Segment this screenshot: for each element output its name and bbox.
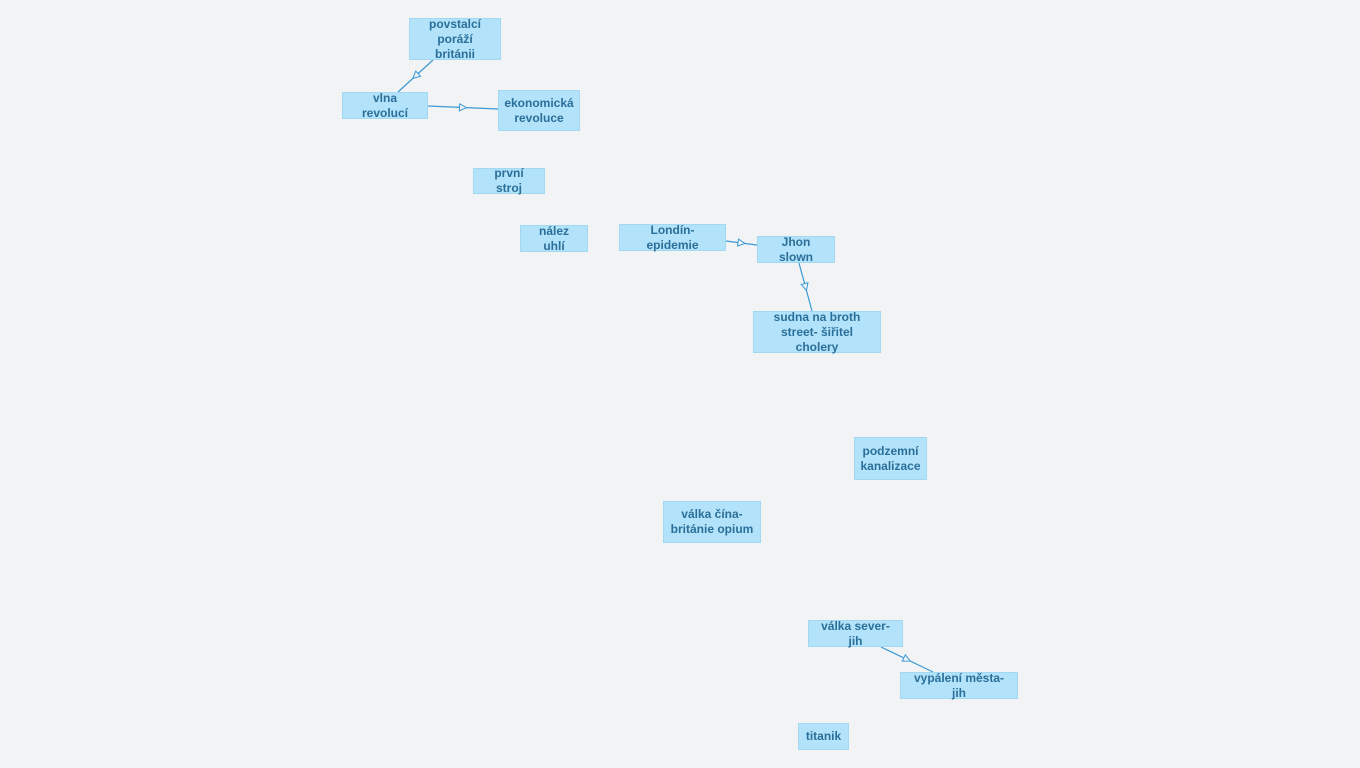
- arrow-head-icon: [736, 238, 747, 247]
- edge-n2-n3: [427, 103, 499, 112]
- node-vlna-revoluci[interactable]: vlna revolucí: [342, 91, 428, 120]
- arrow-head-icon: [800, 282, 809, 292]
- node-sudna-broth-street[interactable]: sudna na broth street- šiřitel cholery: [753, 310, 881, 354]
- edge-line: [798, 262, 813, 312]
- node-vypaleni-mesta[interactable]: vypálení města- jih: [900, 671, 1018, 700]
- edge-n7-n8: [798, 262, 813, 312]
- edge-line: [725, 240, 758, 246]
- node-valka-sever-jih[interactable]: válka sever-jih: [808, 619, 903, 648]
- node-povstalci[interactable]: povstalcí poráží británii: [409, 17, 501, 61]
- arrow-head-icon: [412, 70, 422, 80]
- edge-n1-n2: [397, 59, 434, 93]
- node-londin-epidemie[interactable]: Londín-epidemie: [619, 223, 726, 252]
- edge-line: [427, 105, 499, 110]
- node-podzemni-kanalizace[interactable]: podzemní kanalizace: [854, 437, 927, 480]
- edge-line: [880, 646, 934, 673]
- node-jhon-slown[interactable]: Jhon slown: [757, 235, 835, 264]
- edge-n6-n7: [725, 238, 758, 247]
- node-valka-cina-britanie[interactable]: válka čína- británie opium: [663, 501, 761, 543]
- edge-line: [397, 59, 434, 93]
- arrow-head-icon: [458, 103, 468, 112]
- node-titanik[interactable]: titanik: [798, 723, 849, 750]
- node-nalez-uhli[interactable]: nález uhlí: [520, 224, 588, 253]
- node-prvni-stroj[interactable]: první stroj: [473, 166, 545, 195]
- arrow-head-icon: [901, 653, 912, 662]
- node-ekonomicka-revoluce[interactable]: ekonomická revoluce: [498, 90, 580, 131]
- edge-n11-n12: [880, 646, 934, 673]
